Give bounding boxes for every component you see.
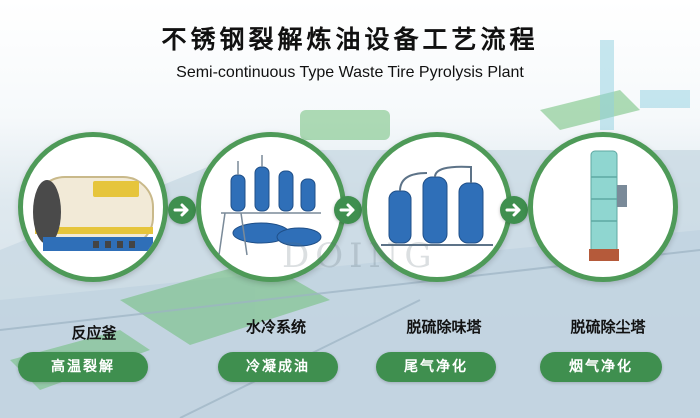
step-4-name: 脱硫除尘塔 [570,318,646,336]
step-3-process-badge: 尾气净化 [376,352,496,382]
water-cooling-condensers-image [218,155,322,256]
step-1-name: 反应釜 [71,324,117,342]
page-title-english: Semi-continuous Type Waste Tire Pyrolysi… [176,64,524,81]
desulfurization-deodorization-towers-image [381,165,493,246]
step-1-image-circle [18,132,168,282]
step-1-process-badge: 高温裂解 [18,352,148,382]
arrow-right-icon [334,196,362,224]
step-4-image-circle [528,132,678,282]
page-title-chinese: 不锈钢裂解炼油设备工艺流程 [161,25,539,54]
step-3-name: 脱硫除味塔 [406,318,482,336]
step-3-image-circle [362,132,512,282]
step-2-name: 水冷系统 [245,318,306,336]
step-2-process-badge: 冷凝成油 [218,352,338,382]
arrow-right-icon [500,196,528,224]
watermark-logo: DOING [282,236,438,276]
desulfurization-dust-removal-tower-image [589,150,627,261]
arrow-right-icon [168,196,196,224]
step-4-process-badge: 烟气净化 [540,352,662,382]
pyrolysis-reactor-image [33,176,154,251]
